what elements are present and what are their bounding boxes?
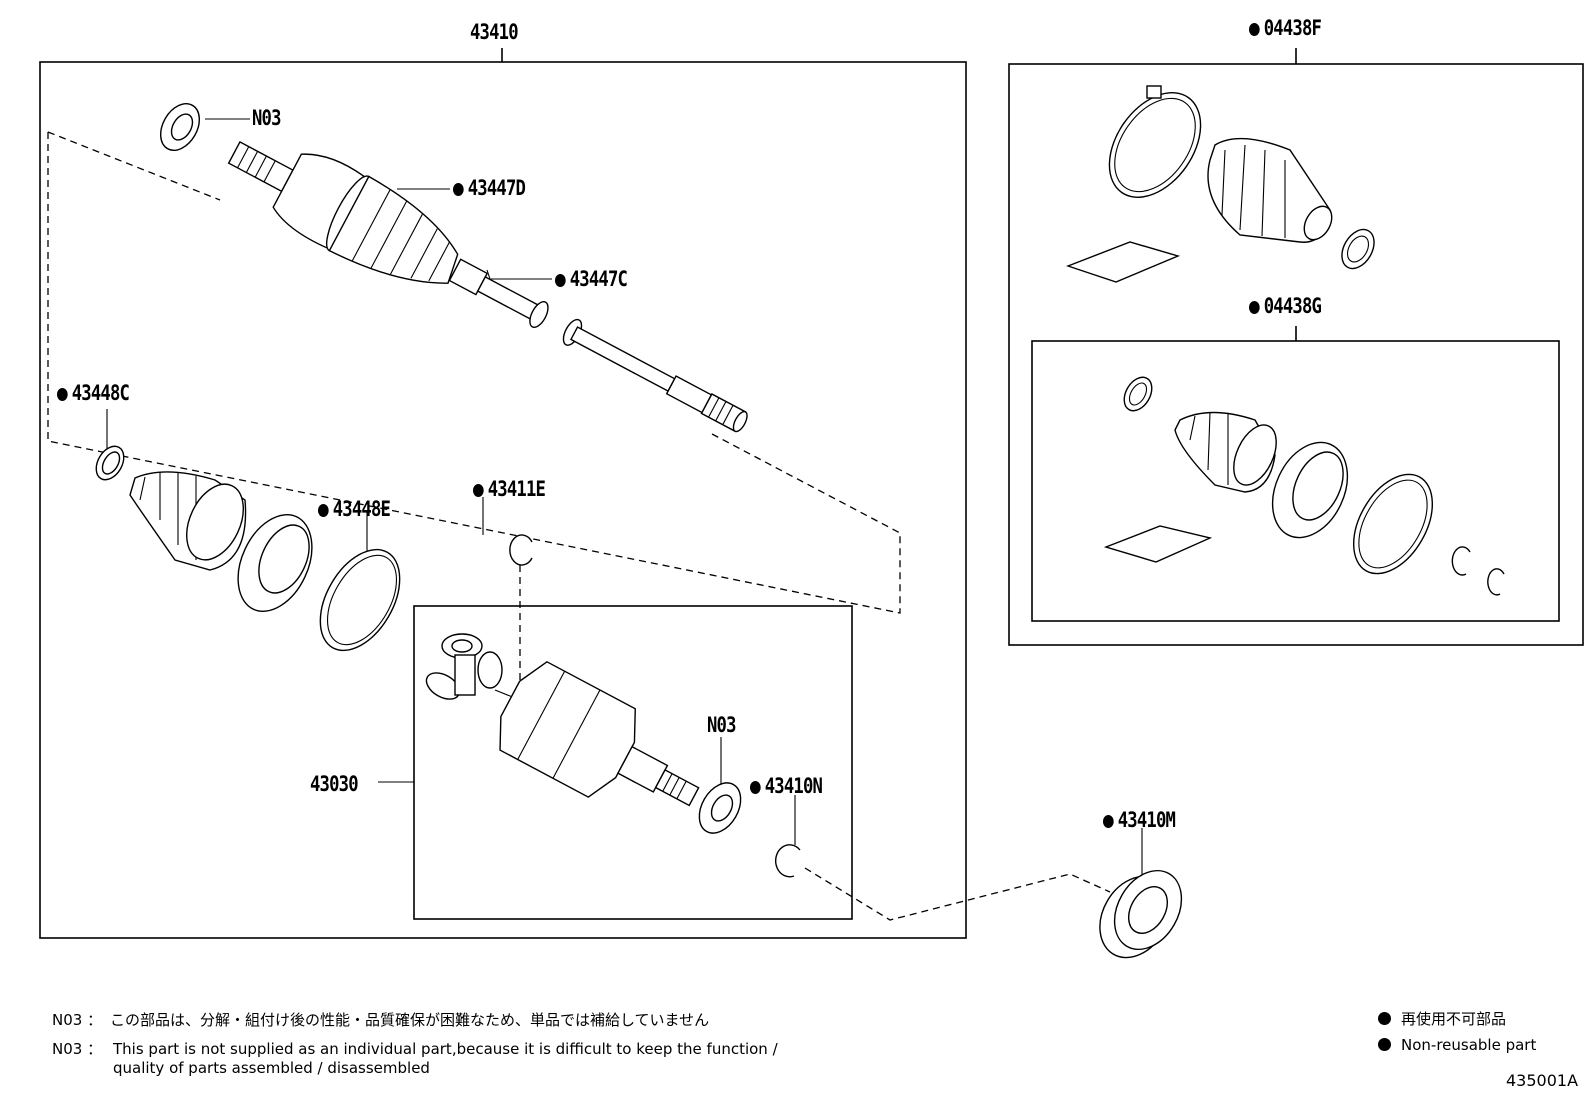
label-snap-ring: 43411E: [473, 479, 546, 500]
kit-g-band-large: [1352, 473, 1434, 575]
non-reusable-dot-icon: [318, 504, 329, 517]
note-en-line1: This part is not supplied as an individu…: [113, 1040, 778, 1058]
inboard-joint-frame: [413, 605, 853, 920]
non-reusable-dot-icon: [1249, 301, 1260, 314]
kit-f-band-small: [1341, 228, 1375, 270]
label-band-large-inner: 43448E: [318, 499, 391, 520]
outer-joint-shaft: [227, 140, 748, 433]
non-reusable-dot-icon: [1249, 23, 1260, 36]
legend-en: Non-reusable part: [1378, 1038, 1536, 1053]
inboard-joint-housing: [499, 660, 700, 807]
assembly-frame: [39, 61, 967, 939]
kit-g-housing: [1271, 441, 1349, 539]
label-inboard-joint: 43030: [310, 772, 359, 796]
label-band-large-outer: 43447D: [453, 178, 526, 199]
label-boot-kit-outer: 04438F: [1249, 18, 1322, 39]
kit-g-boot: [1174, 411, 1277, 493]
label-band-small-outer: 43447C: [555, 269, 628, 290]
label-seal-inner: N03: [707, 713, 736, 737]
kit-g-grease-pack: [1103, 525, 1213, 563]
kit-f-boot: [1207, 137, 1333, 243]
note-jp-text: この部品は、分解・組付け後の性能・品質確保が困難なため、単品では補給していません: [110, 1011, 710, 1029]
label-band-small-inner: 43448C: [57, 383, 130, 404]
non-reusable-dot-icon: [473, 484, 484, 497]
non-reusable-dot-icon: [750, 781, 761, 794]
diagram-code: 435001A: [1506, 1071, 1579, 1090]
boot-band-small-inner: [95, 445, 125, 481]
outboard-joint-housing: [237, 514, 313, 612]
legend-jp: 再使用不可部品: [1378, 1012, 1506, 1027]
snap-ring: [509, 534, 533, 566]
non-reusable-dot-icon: [453, 183, 464, 196]
kit-f-grease-pack: [1065, 241, 1181, 283]
note-en-line2: quality of parts assembled / disassemble…: [113, 1059, 430, 1077]
kit-g-snap-ring-2: [1487, 568, 1505, 596]
label-seal-top: N03: [252, 106, 281, 130]
boot-band-large-inner: [319, 548, 401, 652]
boot-kit-outer-frame: [1008, 63, 1584, 646]
kit-g-snap-ring-1: [1451, 546, 1471, 576]
center-bearing: [1099, 869, 1183, 959]
kit-f-band-large: [1108, 85, 1202, 198]
oil-seal-top: [159, 103, 201, 151]
non-reusable-dot-icon: [57, 388, 68, 401]
kit-g-band-small: [1123, 376, 1153, 412]
non-reusable-dot-icon: [555, 274, 566, 287]
tripod-joint: [425, 633, 521, 701]
label-assy: 43410: [470, 20, 519, 44]
note-en-prefix: N03 ：: [52, 1040, 103, 1058]
oil-seal-inner: [698, 782, 742, 834]
hole-snap-ring: [774, 844, 801, 878]
note-jp-prefix: N03 ：: [52, 1011, 103, 1029]
non-reusable-dot-icon: [1378, 1012, 1391, 1025]
label-bearing: 43410M: [1103, 810, 1176, 831]
non-reusable-dot-icon: [1103, 815, 1114, 828]
label-hole-snap-ring: 43410N: [750, 776, 823, 797]
non-reusable-dot-icon: [1378, 1038, 1391, 1051]
label-boot-kit-inner: 04438G: [1249, 296, 1322, 317]
inner-boot: [129, 471, 247, 571]
